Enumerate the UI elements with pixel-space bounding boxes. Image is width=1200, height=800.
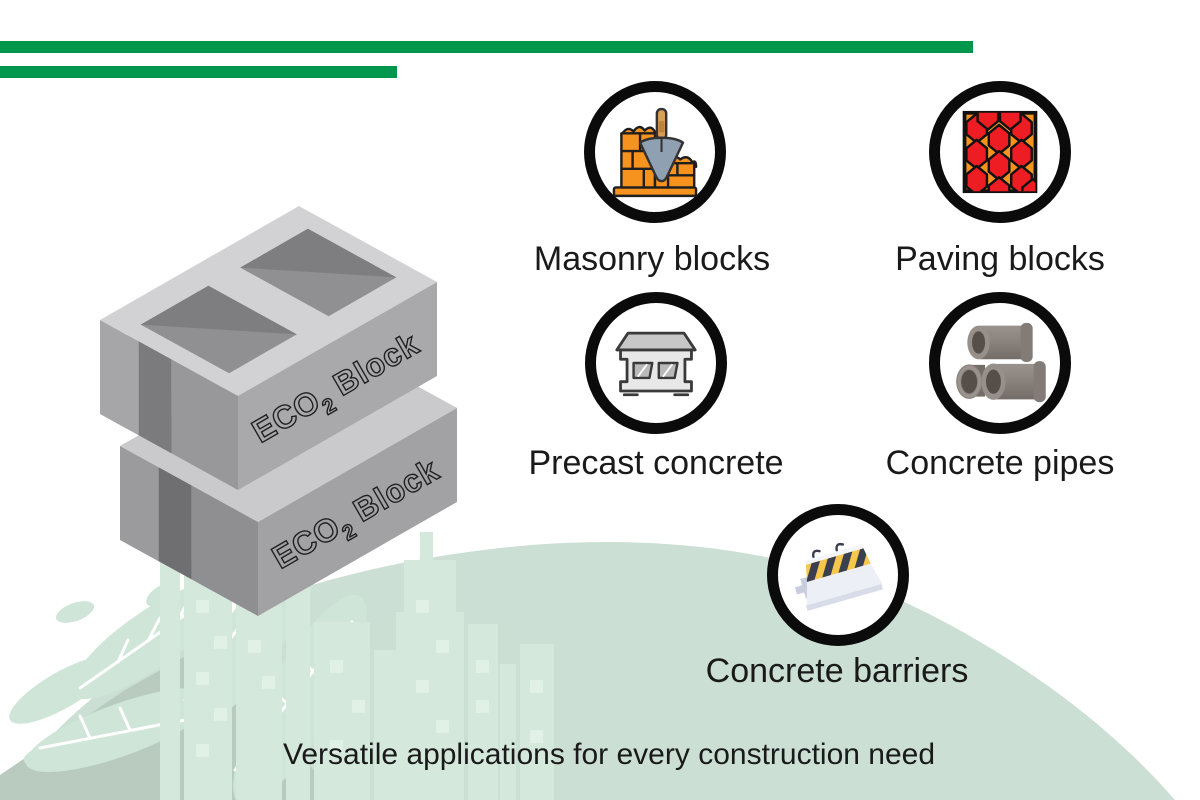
skyline-windows bbox=[196, 600, 543, 757]
precast-concrete-circle bbox=[585, 292, 727, 434]
masonry-blocks-label: Masonry blocks bbox=[533, 240, 771, 278]
accent-bar-bottom bbox=[0, 66, 397, 78]
pipe-end-views bbox=[956, 364, 986, 399]
precast-element-icon bbox=[615, 331, 697, 397]
tagline-text: Versatile applications for every constru… bbox=[282, 738, 936, 771]
paving-blocks-circle bbox=[929, 81, 1071, 223]
block-holes bbox=[140, 228, 397, 374]
masonry-trowel-icon bbox=[612, 107, 698, 198]
jersey-barrier-icon bbox=[794, 542, 883, 611]
pipe-bottom bbox=[981, 361, 1046, 403]
pipe-top bbox=[967, 322, 1033, 363]
concrete-pipes-circle bbox=[929, 292, 1071, 434]
paving-blocks-label: Paving blocks bbox=[895, 240, 1105, 278]
concrete-pipes-label: Concrete pipes bbox=[885, 444, 1115, 482]
precast-concrete-label: Precast concrete bbox=[528, 444, 784, 482]
masonry-blocks-circle bbox=[584, 81, 726, 223]
concrete-barriers-label: Concrete barriers bbox=[705, 652, 969, 690]
top-block: ECO2Block bbox=[100, 206, 437, 490]
paving-pattern-icon bbox=[962, 110, 1038, 194]
concrete-barriers-circle bbox=[767, 504, 909, 646]
concrete-pipes-icon bbox=[956, 322, 1046, 403]
city-skyline bbox=[160, 532, 554, 800]
accent-bar-top bbox=[0, 41, 973, 53]
